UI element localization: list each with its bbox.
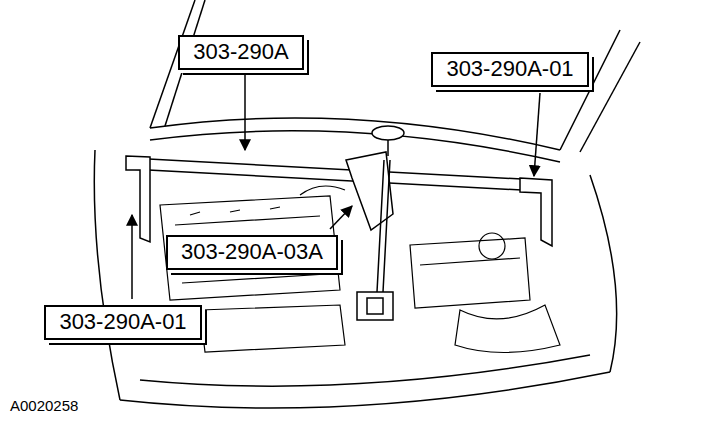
- cowl-line: [150, 131, 560, 162]
- leader-arrow: [330, 206, 352, 229]
- cover-ribs: [175, 216, 327, 283]
- knob-stem: [387, 140, 389, 156]
- figure-number: A0020258: [8, 397, 80, 414]
- callout-box: 303-290A: [178, 35, 304, 70]
- callout-number: 303-290A-01: [59, 310, 186, 334]
- hood-strut: [560, 30, 620, 150]
- callout-box: 303-290A-01: [431, 52, 589, 87]
- cover-bolts: [190, 207, 280, 215]
- hook-eye: [367, 298, 383, 314]
- bar-beam: [130, 158, 540, 191]
- left-bracket: [126, 156, 150, 242]
- center-slider: [346, 152, 393, 230]
- leader-arrow: [534, 93, 540, 176]
- reservoir-cap: [479, 233, 505, 259]
- callout-box: 303-290A-03A: [166, 235, 338, 270]
- lift-hook: [357, 292, 393, 320]
- intake-duct: [455, 305, 560, 353]
- callout-number: 303-290A: [193, 40, 288, 64]
- leader-arrow: [244, 74, 246, 150]
- front-cover: [200, 305, 345, 352]
- air-box-seam: [420, 258, 520, 265]
- left-fender: [94, 150, 120, 400]
- callout-number: 303-290A-01: [446, 57, 573, 81]
- right-fender: [590, 175, 617, 372]
- front-edge: [120, 372, 610, 408]
- support-bar: [126, 126, 552, 320]
- hood-strut: [580, 42, 640, 152]
- lift-rod: [377, 160, 390, 292]
- leader-lines: [132, 74, 540, 299]
- vehicle-outline: [94, 0, 640, 408]
- leader-arrow: [131, 215, 133, 299]
- right-bracket: [520, 178, 552, 246]
- radiator-support: [140, 355, 590, 386]
- adjust-knob: [372, 126, 404, 140]
- air-box: [410, 238, 530, 308]
- callout-box: 303-290A-01: [44, 305, 202, 340]
- valve-cover: [160, 196, 340, 300]
- engine: [160, 186, 560, 353]
- callout-number: 303-290A-03A: [181, 240, 323, 264]
- hose: [300, 186, 345, 195]
